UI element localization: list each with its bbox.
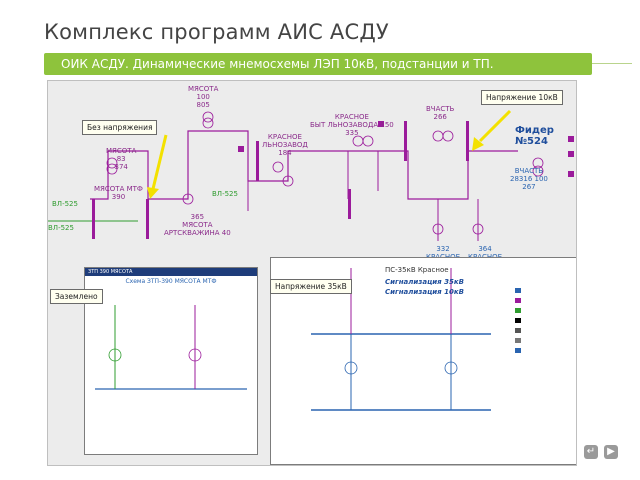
tp-transformer: [188, 348, 202, 362]
tp-bus: [92, 199, 95, 239]
ps-transformer: [444, 361, 458, 375]
transformer-symbol: [106, 163, 118, 175]
ps-legend-swatch: [515, 288, 521, 293]
ps-legend-swatch: [515, 298, 521, 303]
vl-label: ВЛ-525: [52, 200, 78, 208]
mnemonic-scheme: МЯСОТА 100 805 МЯСОТА 83 374 МЯСОТА МТФ …: [47, 80, 577, 466]
transformer-symbol: [272, 161, 284, 173]
arrow-no-voltage: [151, 134, 168, 190]
node-vchast-266[interactable]: ВЧАСТЬ 266: [426, 105, 455, 121]
note-voltage-10kv: Напряжение 10кВ: [481, 90, 563, 105]
vl-label: ВЛ-525: [48, 224, 74, 232]
ps-legend-swatch: [515, 308, 521, 313]
transformer-symbol: [202, 111, 214, 123]
transformer-symbol: [362, 135, 374, 147]
ps-scheme-drawing: [311, 268, 521, 411]
node-vchast-28316[interactable]: ВЧАСТЬ 28316 100 267: [510, 167, 548, 191]
transformer-symbol: [432, 223, 444, 235]
node-krasnoe-lnozavod[interactable]: КРАСНОЕ ЛЬНОЗАВОД 184: [262, 133, 308, 157]
ps-legend-swatch: [515, 328, 521, 333]
tp-bus: [146, 199, 149, 239]
note-grounded: Заземлено: [50, 289, 103, 304]
transformer-symbol: [532, 165, 544, 177]
switch-box: [568, 151, 574, 157]
node-myasota-artesk[interactable]: 365 МЯСОТА АРТСКВАЖИНА 40: [164, 213, 231, 237]
note-voltage-35kv: Напряжение 35кВ: [270, 279, 352, 294]
slide-subtitle: ОИК АСДУ. Динамические мнемосхемы ЛЭП 10…: [44, 53, 632, 75]
arrow-10kv: [478, 109, 512, 143]
next-arrow-icon[interactable]: ▶: [604, 445, 618, 459]
vl-label: ВЛ-525: [212, 190, 238, 198]
tp-transformer: [108, 348, 122, 362]
switch-box: [568, 136, 574, 142]
ps-legend-swatch: [515, 338, 521, 343]
transformer-symbol: [442, 130, 454, 142]
ps-window-title: ПС-35кВ Красное: [385, 266, 449, 274]
transformer-symbol: [472, 223, 484, 235]
tp-bus: [466, 121, 469, 161]
transformer-symbol: [532, 157, 544, 169]
ps-legend-swatch: [515, 348, 521, 353]
tp-scheme-drawing: [95, 305, 247, 390]
node-myasota-83[interactable]: МЯСОТА 83 374: [106, 147, 137, 171]
transformer-symbol: [182, 193, 194, 205]
ps-transformer: [344, 361, 358, 375]
tp-scheme-window[interactable]: ЗТП 390 МЯСОТА Схема ЗТП-390 МЯСОТА МТФ: [84, 267, 258, 455]
ps-signal-35: Сигнализация 35кВ: [385, 278, 464, 286]
tp-bus: [256, 141, 259, 181]
ps-signal-10: Сигнализация 10кВ: [385, 288, 464, 296]
switch-box: [568, 171, 574, 177]
switch-box: [378, 121, 384, 127]
node-myasota-100[interactable]: МЯСОТА 100 805: [188, 85, 219, 109]
ps-legend-swatch: [515, 318, 521, 323]
transformer-symbol: [106, 157, 118, 169]
arrow-no-voltage-head: [147, 187, 159, 199]
switch-box: [238, 146, 244, 152]
return-arrow-icon[interactable]: ↵: [584, 445, 598, 459]
slide-title: Комплекс программ АИС АСДУ: [44, 20, 389, 44]
arrow-10kv-head: [472, 137, 484, 151]
tp-bus: [348, 189, 351, 219]
node-krasnoe-byt[interactable]: КРАСНОЕ БЫТ ЛЬНОЗАВОДА 150 335: [310, 113, 394, 137]
note-no-voltage: Без напряжения: [82, 120, 158, 135]
tp-window-title: ЗТП 390 МЯСОТА: [85, 268, 257, 276]
transformer-symbol: [202, 117, 214, 129]
feeder-label: Фидер №524: [515, 125, 554, 147]
tp-bus: [404, 121, 407, 161]
tp-window-caption: Схема ЗТП-390 МЯСОТА МТФ: [125, 278, 217, 285]
transformer-symbol: [432, 130, 444, 142]
transformer-symbol: [352, 135, 364, 147]
node-myasota-mtf[interactable]: МЯСОТА МТФ 390: [94, 185, 143, 201]
transformer-symbol: [282, 175, 294, 187]
